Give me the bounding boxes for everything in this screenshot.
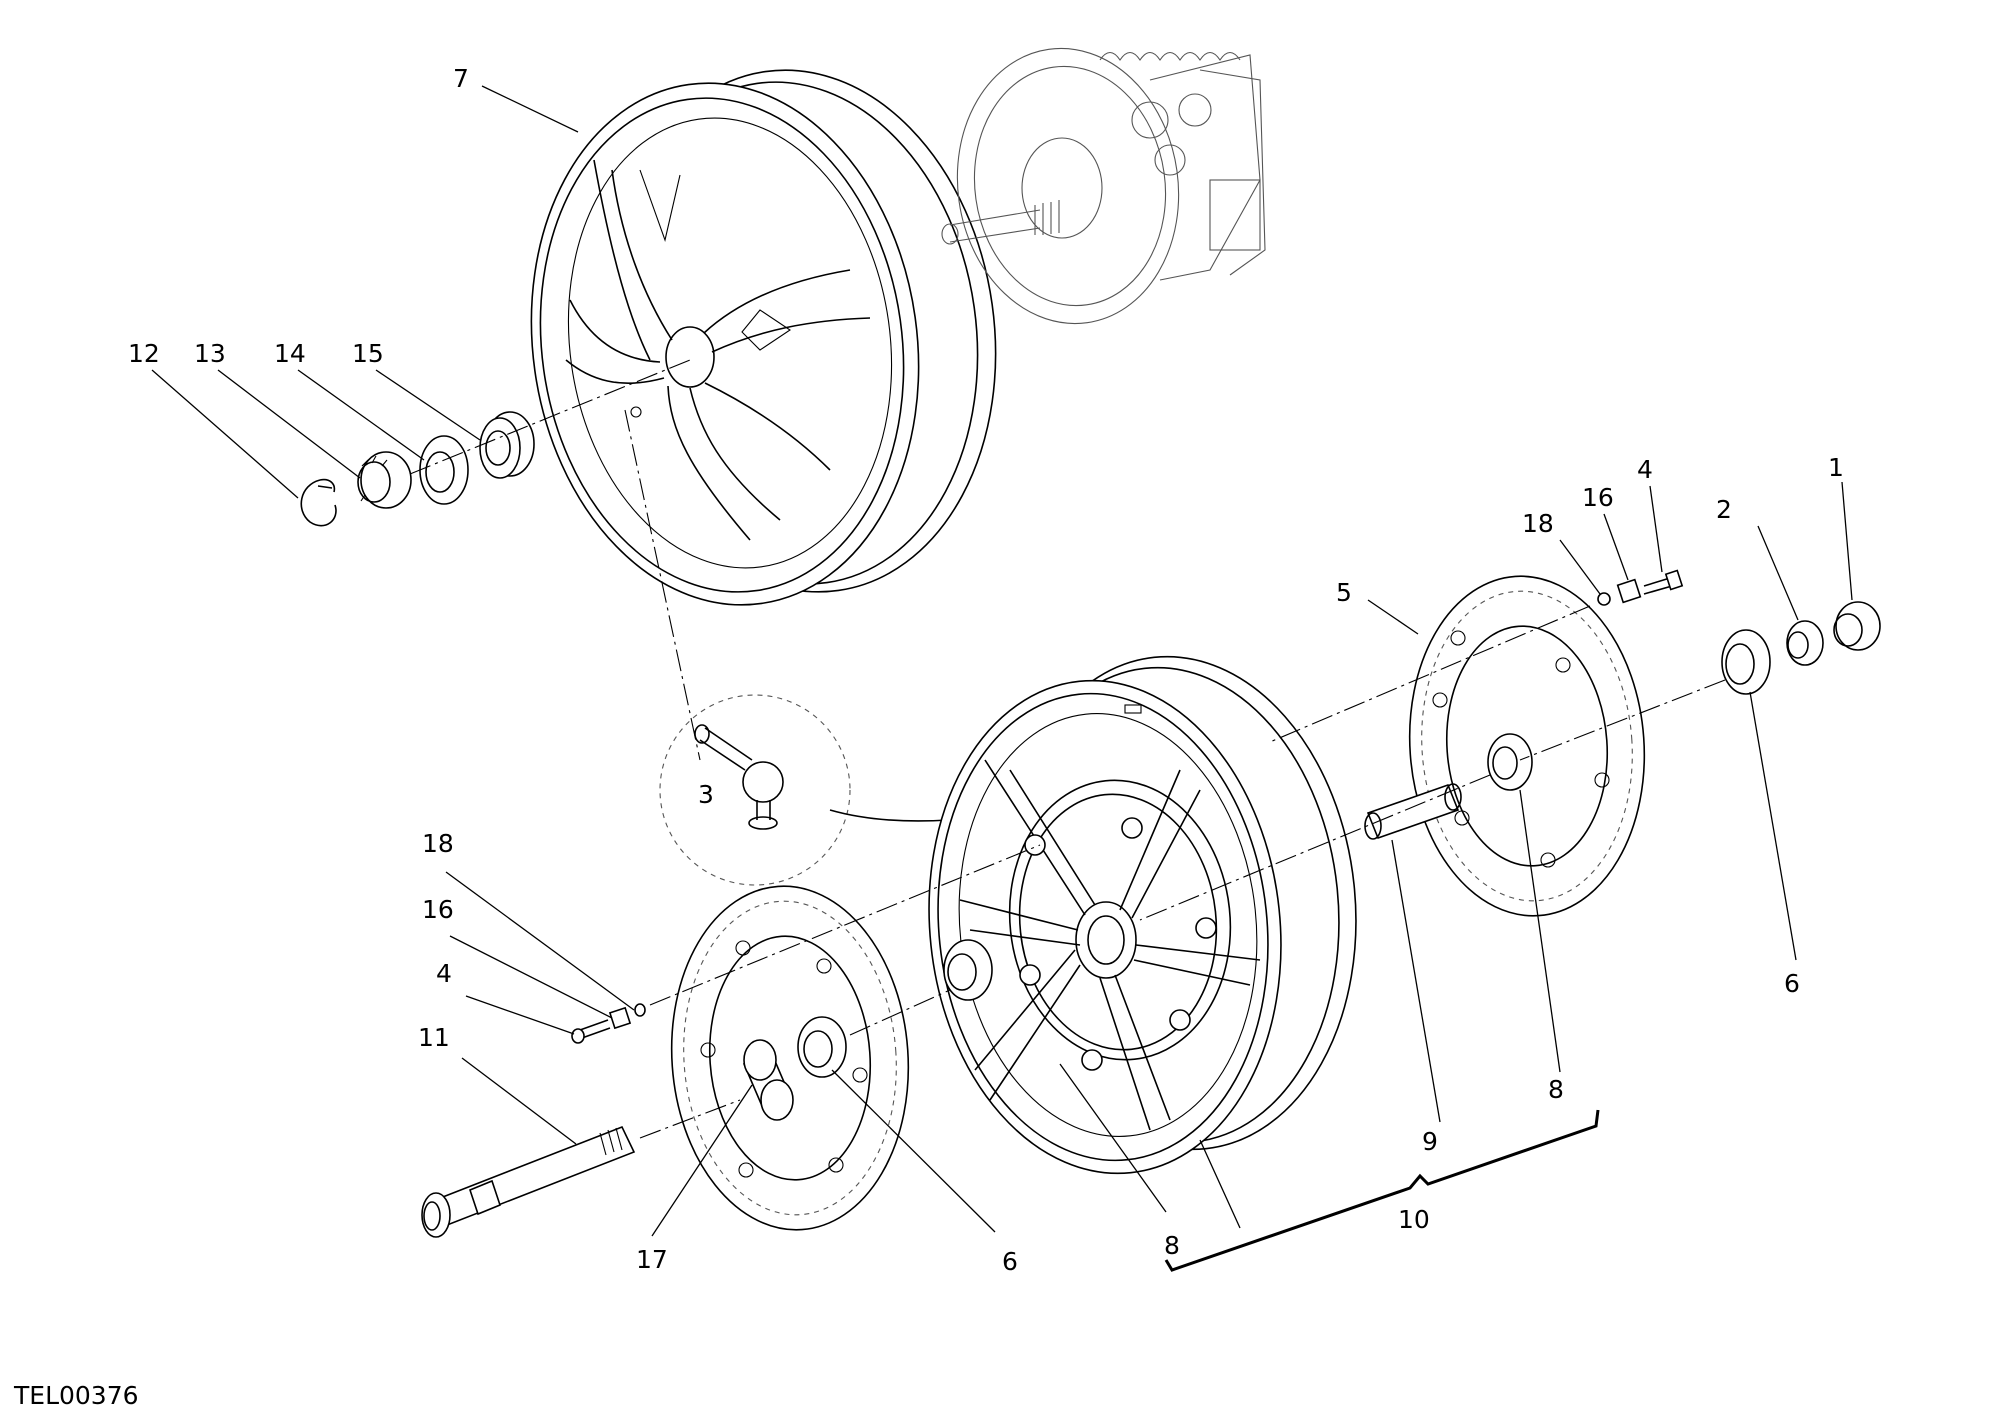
leader-lines: [151, 85, 1853, 1272]
callout-2: 2: [1716, 495, 1732, 524]
callout-labels: 7 12 13 14 15 3 5 18 16 4 2 1 6 8 9 10 8…: [13, 64, 1844, 1410]
callout-18-left: 18: [422, 829, 454, 858]
front-left-brake-disc: [670, 885, 910, 1231]
callout-1: 1: [1828, 453, 1844, 482]
callout-11: 11: [418, 1023, 450, 1052]
callout-14: 14: [274, 339, 306, 368]
callout-18-right: 18: [1522, 509, 1554, 538]
callout-3: 3: [698, 780, 714, 809]
callout-17: 17: [636, 1245, 668, 1274]
rear-wheel: [530, 69, 997, 606]
right-disc-bolt-group: [1269, 569, 1684, 743]
front-axle: [421, 989, 951, 1238]
callout-12: 12: [128, 339, 160, 368]
axle-spacer: [1364, 783, 1462, 840]
callout-5: 5: [1336, 578, 1352, 607]
rear-spacer-group: [300, 359, 691, 527]
front-right-brake-disc: [1408, 575, 1646, 917]
callout-15: 15: [352, 339, 384, 368]
callout-4-left: 4: [436, 959, 452, 988]
callout-4-right: 4: [1637, 455, 1653, 484]
left-disc-bolt-group: [571, 844, 1041, 1044]
callout-8-bottom: 8: [1164, 1231, 1180, 1260]
drawing-code: TEL00376: [13, 1381, 139, 1410]
callout-16-left: 16: [422, 895, 454, 924]
callout-9: 9: [1422, 1127, 1438, 1156]
callout-13: 13: [194, 339, 226, 368]
rear-hub-sprocket-assembly: [941, 47, 1266, 325]
callout-10: 10: [1398, 1205, 1430, 1234]
right-axle-hardware: [1139, 601, 1881, 921]
callout-8-right: 8: [1548, 1075, 1564, 1104]
callout-16-right: 16: [1582, 483, 1614, 512]
callout-7: 7: [453, 64, 469, 93]
callout-6-right: 6: [1784, 969, 1800, 998]
front-wheel: [928, 655, 1357, 1175]
callout-6-left: 6: [1002, 1247, 1018, 1276]
